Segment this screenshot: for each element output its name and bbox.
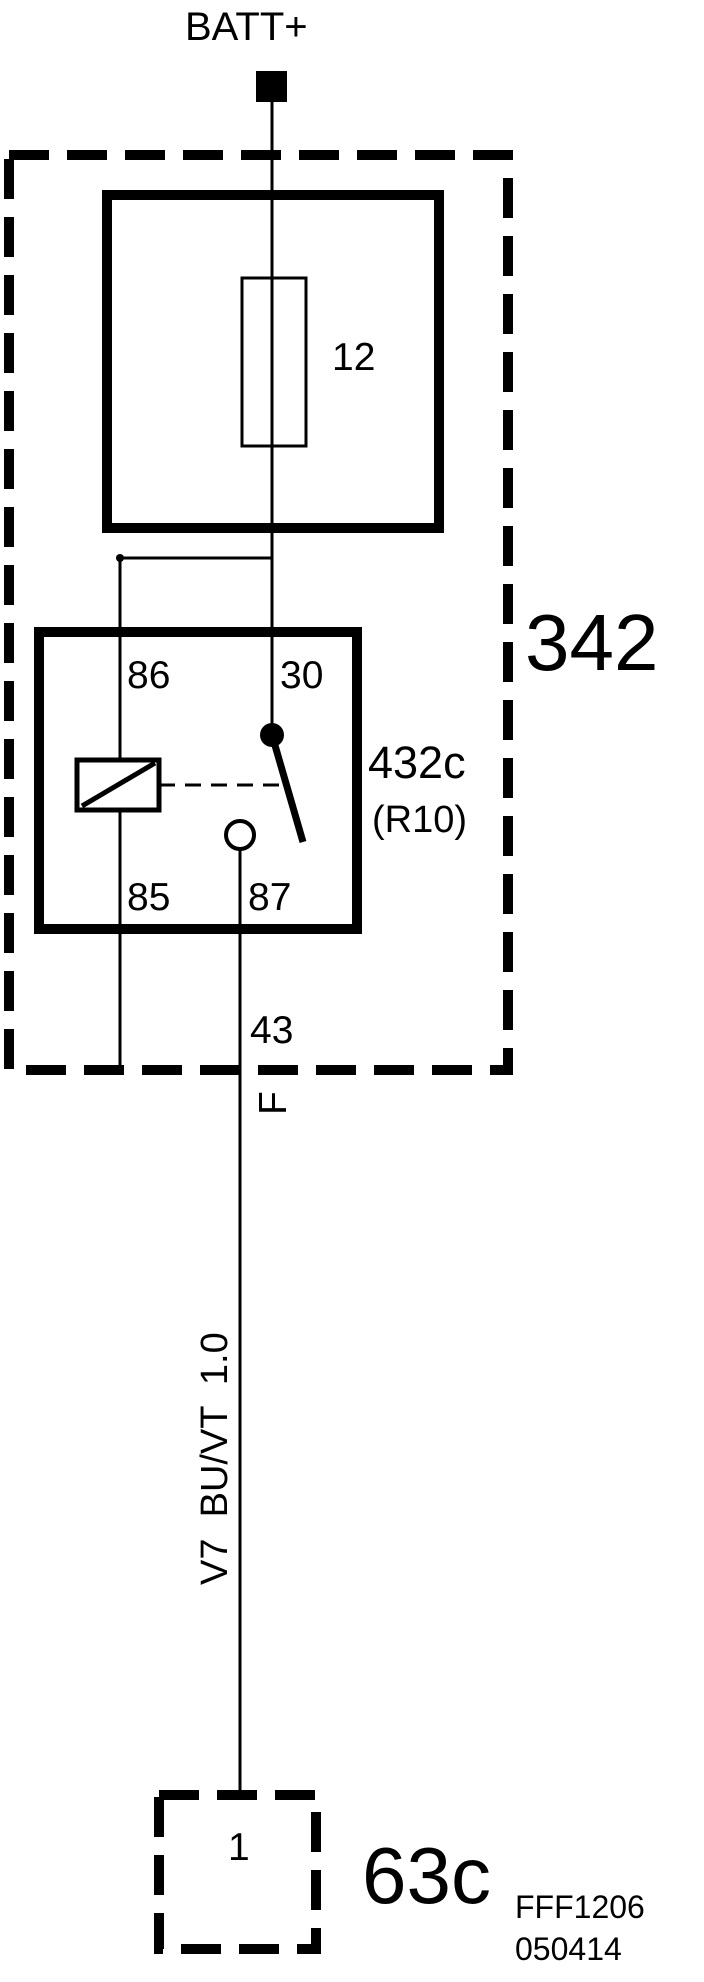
relay-432c-outline [34,627,362,934]
relay-id-label: 432c [368,737,466,788]
fuse-enclosure [102,190,444,533]
relay-pin-30-label: 30 [280,654,323,697]
relay-switch-arm [268,734,307,843]
relay-coil-diagonal [80,760,157,809]
figure-ref-code: FFF1206 [515,1889,645,1925]
component-pin-1-label: 1 [228,1826,250,1869]
box-connector-f-label: F [252,1091,295,1115]
batt-plus-terminal [256,71,287,102]
relay-designation-label: (R10) [372,799,467,841]
fuse-box-id-label: 342 [525,598,658,687]
relay-contact-87 [224,819,256,851]
box-pin-43-label: 43 [250,1009,293,1052]
fuse-number-label: 12 [332,336,375,379]
relay-pin-85-label: 85 [127,876,170,919]
figure-ref-date: 050414 [515,1931,622,1967]
fuse-box-342-outline [4,150,513,1075]
batt-plus-label: BATT+ [185,5,308,49]
relay-pin-87-label: 87 [248,876,291,919]
component-63c-outline [154,1790,321,1954]
relay-pin-86-label: 86 [127,654,170,697]
component-id-label: 63c [362,1831,491,1920]
wire-label: V7 BU/VT 1.0 [194,1332,236,1585]
fuse-12-symbol [240,276,308,448]
